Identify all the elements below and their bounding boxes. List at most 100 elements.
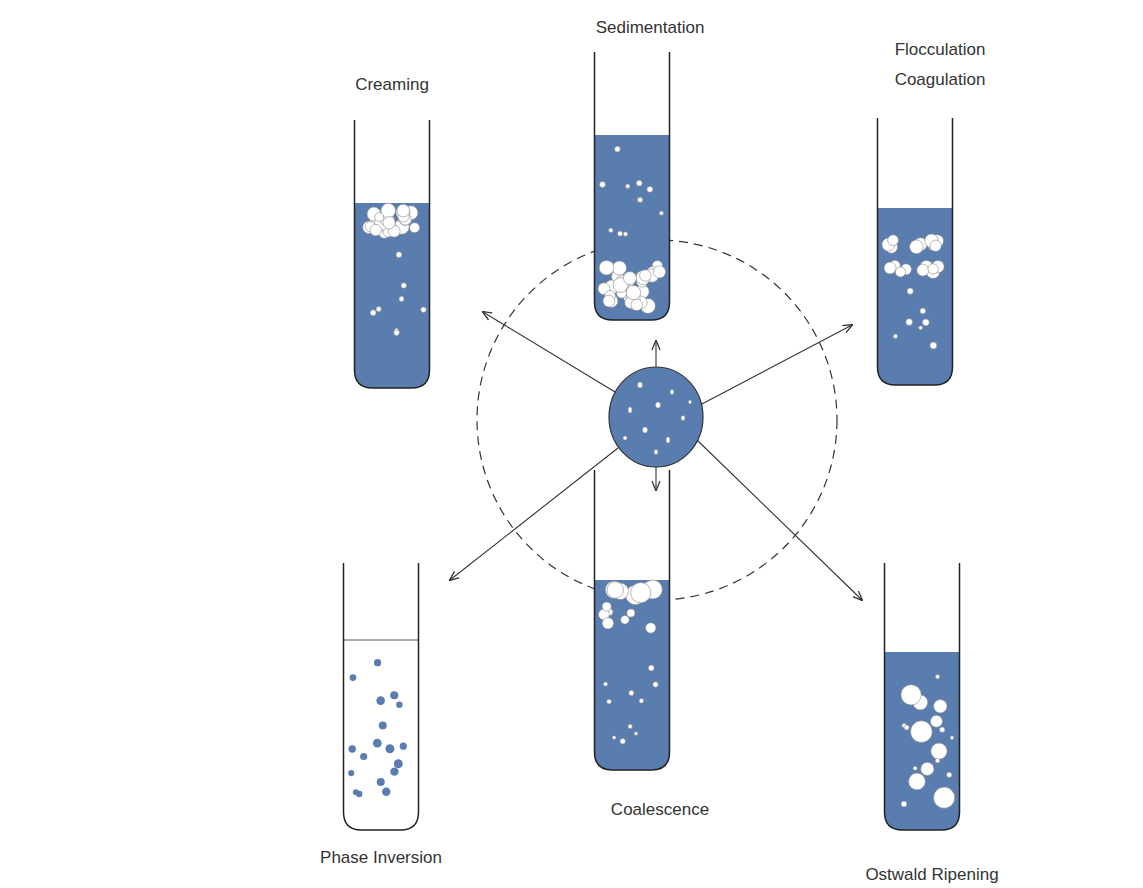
droplet <box>375 212 384 221</box>
arrow <box>450 448 618 580</box>
droplet <box>623 272 636 285</box>
droplet <box>410 223 420 233</box>
droplet <box>399 296 404 301</box>
tube-drawing <box>282 45 502 392</box>
process-label: Creaming <box>355 70 429 100</box>
tube-outline <box>595 470 670 770</box>
droplet <box>888 235 899 246</box>
droplet <box>627 609 635 617</box>
liquid <box>885 652 960 830</box>
tube-drawing <box>522 0 742 324</box>
droplet <box>911 721 933 743</box>
droplet <box>901 685 921 705</box>
droplet <box>607 582 624 599</box>
droplet <box>645 623 655 633</box>
droplet <box>382 788 390 796</box>
droplet <box>621 616 630 625</box>
process-label: Ostwald Ripening <box>865 860 998 888</box>
droplet <box>950 736 954 740</box>
tube-drawing <box>812 563 1032 888</box>
tube-outline <box>595 52 670 320</box>
droplet <box>647 186 653 192</box>
droplet <box>653 266 665 278</box>
droplet <box>600 182 606 188</box>
droplet <box>394 759 403 768</box>
droplet <box>653 682 658 687</box>
droplet <box>602 602 611 611</box>
tube-outline <box>355 120 430 388</box>
tube-drawing <box>271 563 491 888</box>
droplet <box>930 715 942 727</box>
tube-outline <box>878 118 953 385</box>
droplet <box>917 264 929 276</box>
droplet <box>947 772 952 777</box>
droplet <box>934 787 955 808</box>
droplet <box>909 773 926 790</box>
droplet <box>401 283 407 289</box>
test-tube: Sedimentation <box>522 0 742 324</box>
process-label: Coalescence <box>611 795 709 825</box>
arrow <box>697 440 862 600</box>
droplet <box>620 739 625 744</box>
droplet <box>626 184 630 188</box>
arrow <box>700 325 852 405</box>
droplet <box>390 767 398 775</box>
droplet <box>376 307 381 312</box>
tube-drawing <box>522 470 742 850</box>
droplet <box>394 330 400 336</box>
droplet <box>615 146 621 152</box>
arrow <box>655 466 656 490</box>
droplet <box>904 725 909 730</box>
droplet <box>605 581 623 599</box>
droplet <box>893 334 897 338</box>
droplet <box>884 262 896 274</box>
droplet <box>935 758 940 763</box>
process-label: Sedimentation <box>596 13 705 43</box>
liquid <box>355 203 430 388</box>
droplet <box>907 288 913 294</box>
droplet <box>603 682 607 686</box>
test-tube: Flocculation Coagulation <box>805 25 1025 389</box>
tube-outline <box>344 563 419 830</box>
droplet <box>913 766 917 770</box>
droplet <box>637 197 642 202</box>
test-tube: Coalescence <box>522 470 742 850</box>
liquid <box>595 135 670 320</box>
droplet <box>612 736 616 740</box>
droplet <box>910 240 924 254</box>
droplet <box>935 675 939 679</box>
droplet <box>607 699 612 704</box>
droplet <box>385 744 394 753</box>
arrow <box>483 312 620 395</box>
droplet <box>397 204 410 217</box>
droplet <box>376 696 385 705</box>
droplet <box>921 762 934 775</box>
droplet <box>400 743 407 750</box>
droplet <box>640 270 652 282</box>
droplet <box>636 270 650 284</box>
droplet <box>928 264 938 274</box>
droplet <box>350 674 357 681</box>
droplet <box>373 739 382 748</box>
test-tube: Creaming <box>282 45 502 392</box>
droplet <box>636 180 642 186</box>
droplet <box>919 326 923 330</box>
droplet <box>349 745 356 752</box>
droplet <box>609 228 614 233</box>
liquid-level <box>344 640 419 641</box>
droplet <box>631 583 651 603</box>
droplet <box>377 778 385 786</box>
droplet <box>383 217 395 229</box>
droplet <box>906 319 913 326</box>
droplet <box>370 224 382 236</box>
droplet <box>603 295 615 307</box>
droplet <box>396 252 402 258</box>
liquid <box>595 580 670 770</box>
droplet <box>939 727 945 733</box>
droplet <box>634 732 638 736</box>
droplet <box>930 342 937 349</box>
droplet <box>421 307 427 313</box>
droplet <box>901 801 907 807</box>
droplet <box>396 702 402 708</box>
droplet <box>390 691 398 699</box>
